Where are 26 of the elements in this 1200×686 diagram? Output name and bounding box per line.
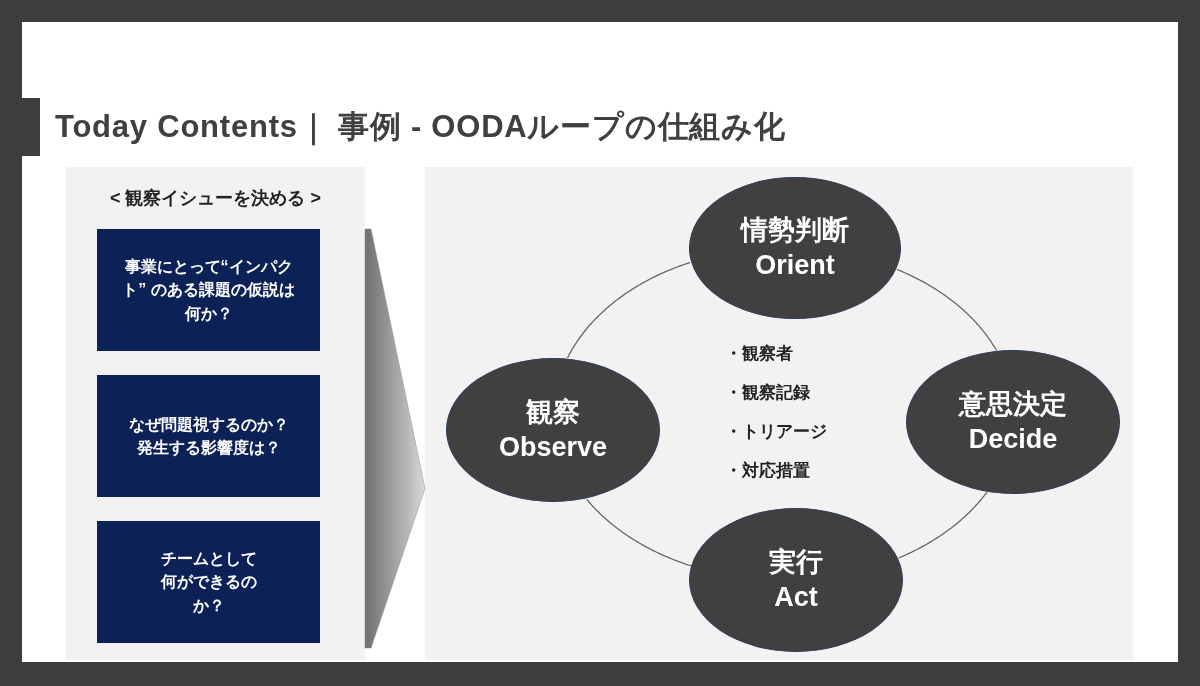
stage-label: 実行 — [769, 545, 823, 579]
ooda-panel — [425, 167, 1133, 660]
question-text: なぜ問題視するのか？発生する影響度は？ — [127, 414, 290, 458]
stage-label: 情勢判断 — [741, 213, 849, 247]
question-box — [97, 375, 320, 497]
question-box — [97, 229, 320, 351]
stage-label: 意思決定 — [959, 387, 1067, 421]
loop-line — [566, 261, 691, 359]
loop-line — [585, 498, 692, 567]
stage-label: Decide — [968, 423, 1058, 456]
loop-line — [896, 268, 998, 352]
stage-label: Act — [774, 581, 818, 614]
panel-heading: < 観察イシューを決める > — [109, 187, 322, 210]
stage-label: 観察 — [526, 395, 580, 429]
slide-title: Today Contents｜ 事例 - OODAループの仕組み化 — [55, 108, 786, 148]
question-text: 事業にとって“インパクト” のある課題の仮説は何か？ — [121, 257, 296, 324]
issue-panel — [66, 167, 365, 660]
stage-label: Orient — [755, 249, 835, 282]
bullet-item: ・対応措置 — [725, 460, 811, 482]
chevron-arrow — [364, 228, 426, 649]
bullet-item: ・トリアージ — [725, 421, 827, 443]
question-text: チームとして何ができるのか？ — [159, 549, 258, 616]
bullet-item: ・観察記録 — [725, 382, 811, 404]
bullet-item: ・観察者 — [725, 343, 794, 365]
question-box — [97, 521, 320, 643]
stage-label: Observe — [498, 431, 608, 464]
